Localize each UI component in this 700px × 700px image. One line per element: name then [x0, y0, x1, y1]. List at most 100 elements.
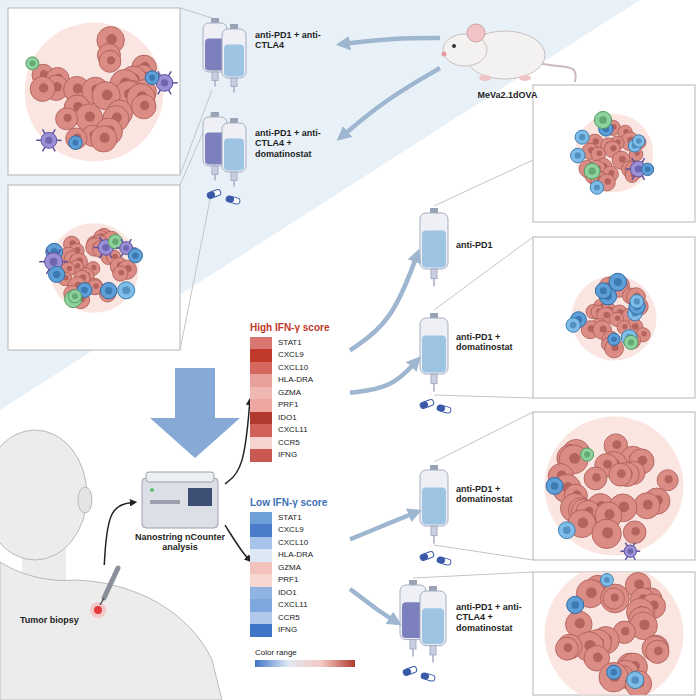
heatmap-row: GZMA [250, 562, 350, 575]
pill-half [436, 404, 445, 412]
immune-cell-body [595, 283, 611, 299]
immune-cell-nucleus [105, 287, 112, 294]
heatmap-row: HLA-DRA [250, 549, 350, 562]
tumor-halo [545, 572, 684, 695]
immune-cell-nucleus [584, 452, 590, 458]
bag-drip [430, 646, 436, 655]
gene-name: CCR5 [278, 437, 300, 450]
pill-half [225, 195, 234, 203]
immune-cell-body [600, 574, 613, 587]
immune-cell-nucleus [571, 601, 579, 609]
pill-half [206, 191, 216, 199]
tumor-cell-nucleus [641, 331, 646, 336]
heatmap-cell [250, 612, 272, 625]
immune-cell [49, 266, 65, 282]
heatmap-cell [250, 412, 272, 425]
bag-hanger [211, 112, 219, 117]
heatmap-row: CXCL11 [250, 599, 350, 612]
gene-name: CXCL9 [278, 349, 304, 362]
node-label: MeVa2.1dOVA [440, 90, 575, 100]
pill [402, 666, 417, 676]
tumor-cell-body [632, 135, 646, 149]
immune-cell [128, 249, 142, 263]
heatmap-cell [250, 362, 272, 375]
pill [420, 672, 435, 681]
tumor-cell [592, 519, 621, 548]
gene-name: CXCL11 [278, 599, 308, 612]
gene-name: GZMA [278, 562, 301, 575]
tumor-halo [49, 223, 139, 313]
tumor-illustration [545, 572, 684, 695]
heatmap-row: IDO1 [250, 587, 350, 600]
immune-cell-nucleus [563, 526, 571, 534]
biopsy-box: Tumor biopsy [15, 565, 120, 635]
iv-bag [420, 313, 448, 391]
immune-cell-body [575, 130, 589, 144]
leader-line [434, 237, 533, 310]
heatmap-row: IFNG [250, 449, 350, 462]
pill [436, 404, 451, 413]
tumor-cell [646, 640, 669, 663]
immune-cell [567, 596, 584, 613]
instrument-box: Nanostring nCounter analysis [135, 470, 225, 562]
node-label: anti-PD1 + anti-CTLA4 [255, 30, 340, 51]
tumor-cell-body [99, 51, 121, 73]
immune-cell [595, 283, 611, 299]
immune-cell [26, 57, 39, 70]
gene-name: PRF1 [278, 574, 298, 587]
tumor-cell-nucleus [611, 593, 619, 601]
pill-half [419, 553, 429, 561]
leader-line [413, 572, 533, 578]
immune-cell [570, 148, 585, 163]
immune-cell-nucleus [574, 152, 581, 159]
gene-name: IFNG [278, 449, 297, 462]
tumor-panel [533, 237, 695, 398]
bag-drip [231, 78, 237, 86]
immune-cell [641, 163, 653, 175]
immune-cell [620, 543, 640, 560]
heatmap-title: Low IFN-γ score [250, 497, 350, 509]
biopsy-needle-tip [100, 598, 104, 605]
tumor-site-glow [90, 602, 106, 618]
tumor-halo [545, 417, 684, 556]
tumor-cell [99, 51, 121, 73]
heatmap-row: CXCL9 [250, 524, 350, 537]
gene-name: CXCL10 [278, 362, 308, 375]
tumor-cell-body [556, 637, 579, 660]
immune-cell-body [590, 181, 603, 194]
bag-drip [431, 269, 437, 279]
immune-cell-nucleus [628, 548, 634, 554]
bag-body [420, 591, 446, 646]
pill-half [402, 668, 412, 676]
tumor-cell [623, 521, 646, 544]
immune-cell-nucleus [600, 287, 607, 294]
bag-drip [212, 72, 218, 80]
machine-lid [146, 472, 214, 482]
immune-cell-nucleus [161, 79, 168, 86]
immune-cell-nucleus [614, 278, 622, 286]
heatmap-row: IDO1 [250, 412, 350, 425]
immune-cell [633, 135, 645, 147]
heatmap-row: GZMA [250, 387, 350, 400]
heatmap-cell [250, 512, 272, 525]
immune-cell-body [570, 148, 585, 163]
tumor-cell-nucleus [654, 646, 663, 655]
immune-cell-body [69, 136, 83, 150]
gene-name: IDO1 [278, 412, 297, 425]
machine-body [142, 478, 218, 528]
iv-bag-label-box: anti-PD1 + anti-CTLA4 + domatinostat [200, 108, 340, 208]
tumor-cell-nucleus [665, 475, 673, 483]
iv-bag-label-box: anti-PD1 + anti-CTLA4 + domatinostat [398, 577, 530, 692]
heatmap-row: IFNG [250, 624, 350, 637]
immune-cell-nucleus [604, 577, 610, 583]
immune-cell-body [608, 333, 620, 345]
tumor-cell-nucleus [93, 283, 99, 289]
tumor-cell-nucleus [631, 527, 640, 536]
immune-cell [546, 477, 563, 494]
tumor-cell [609, 463, 632, 486]
immune-cell-body [584, 163, 600, 179]
pill-half [402, 666, 417, 676]
tumor-cell-body [657, 470, 678, 491]
tumor-cell [603, 588, 624, 609]
biopsy-tool [90, 568, 118, 618]
